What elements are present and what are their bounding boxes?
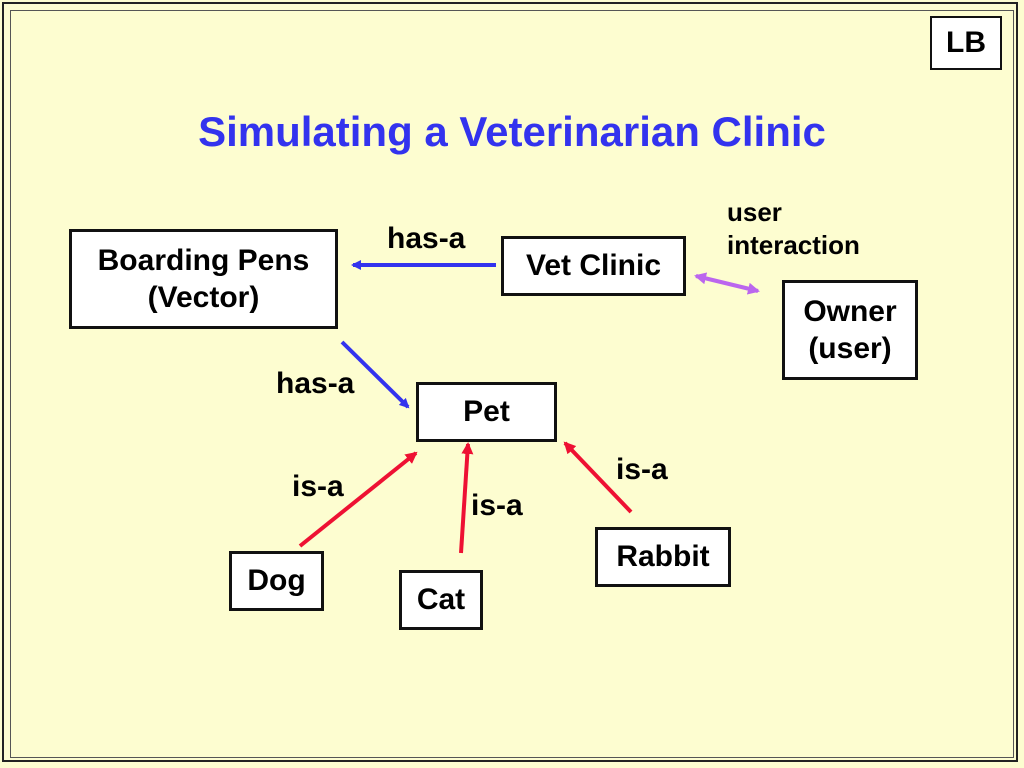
arrow-user-interaction	[694, 272, 760, 295]
rabbit-label: Rabbit	[616, 540, 710, 574]
page-title: Simulating a Veterinarian Clinic	[198, 108, 826, 155]
has-a-label-clinic-pens: has-a	[387, 222, 466, 255]
boarding-pens-box: Boarding Pens (Vector)	[69, 229, 338, 329]
slide-inner-frame	[10, 10, 1014, 758]
user-interaction-line1: user	[727, 197, 782, 227]
dog-box: Dog	[229, 551, 324, 611]
arrow-pens-to-pet	[340, 340, 410, 409]
lb-badge-text: LB	[946, 26, 986, 60]
is-a-label-dog: is-a	[292, 470, 344, 503]
pet-label: Pet	[463, 395, 510, 429]
owner-name: Owner	[803, 294, 897, 328]
vet-clinic-box: Vet Clinic	[501, 236, 686, 296]
is-a-label-rabbit: is-a	[616, 453, 668, 486]
user-interaction-line2: interaction	[727, 229, 860, 260]
pet-box: Pet	[416, 382, 557, 442]
has-a-label-pens-pet: has-a	[276, 367, 355, 400]
arrow-rabbit-to-pet	[563, 441, 633, 514]
rabbit-box: Rabbit	[595, 527, 731, 587]
cat-box: Cat	[399, 570, 483, 630]
arrow-cat-to-pet	[459, 442, 474, 554]
cat-label: Cat	[416, 583, 466, 617]
is-a-label-cat: is-a	[471, 489, 523, 522]
user-interaction-label: user interaction	[727, 196, 860, 261]
dog-label: Dog	[247, 564, 306, 598]
boarding-pens-type: (Vector)	[147, 281, 260, 314]
arrow-dog-to-pet	[298, 451, 418, 548]
boarding-pens-name: Boarding Pens	[97, 243, 310, 277]
vet-clinic-label: Vet Clinic	[525, 249, 662, 283]
lb-badge: LB	[930, 16, 1002, 70]
owner-box: Owner (user)	[782, 280, 918, 380]
owner-role: (user)	[808, 332, 892, 365]
